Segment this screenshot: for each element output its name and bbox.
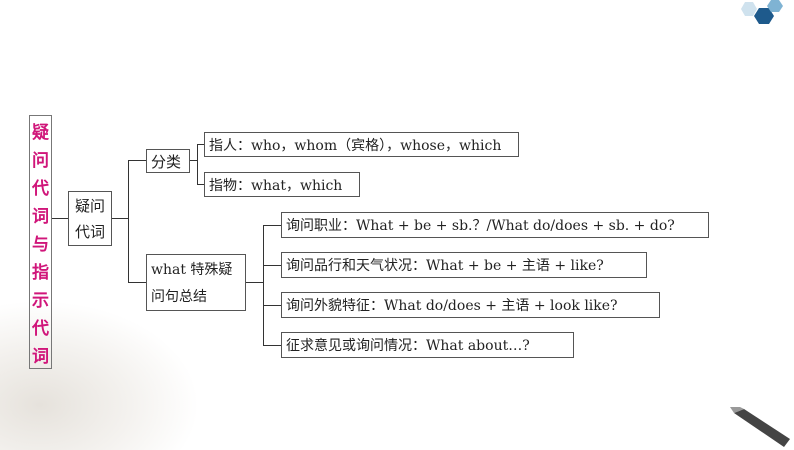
occupation-node: 询问职业：What + be + sb.？/What do/does + sb.… [281, 212, 709, 238]
person-node: 指人：who，whom（宾格），whose，which [204, 132, 519, 157]
title-char: 疑 [32, 122, 49, 143]
connector [128, 160, 129, 283]
root-line: 代词 [74, 223, 105, 242]
connector [245, 282, 263, 283]
hexagon-logo-icon [741, 0, 783, 24]
title-char: 词 [32, 206, 49, 227]
connector [111, 218, 128, 219]
connector [52, 218, 68, 219]
connector [263, 345, 281, 346]
opinion-node: 征求意见或询问情况：What about…? [281, 332, 574, 358]
pen-icon [730, 407, 790, 447]
title-char: 代 [32, 318, 49, 339]
connector [197, 144, 204, 145]
classify-node: 分类 [146, 149, 190, 173]
connector [263, 225, 264, 345]
root-line: 疑问 [74, 196, 105, 215]
connector [197, 144, 198, 185]
thing-node: 指物：what，which [204, 172, 360, 197]
connector [263, 265, 281, 266]
what-summary-node: what 特殊疑 问句总结 [146, 254, 246, 311]
character-weather-node: 询问品行和天气状况：What + be + 主语 + like? [281, 252, 647, 278]
title-char: 问 [32, 150, 49, 171]
connector [263, 225, 281, 226]
root-node: 疑问 代词 [68, 191, 112, 246]
flower-decoration [0, 300, 200, 450]
connector [263, 305, 281, 306]
what-line: what 特殊疑 [151, 261, 233, 278]
connector [128, 282, 146, 283]
appearance-node: 询问外貌特征：What do/does + 主语 + look like? [281, 292, 660, 318]
title-char: 与 [32, 234, 49, 255]
connector [128, 160, 146, 161]
title-char: 词 [32, 346, 49, 367]
connector [189, 160, 197, 161]
connector [197, 184, 204, 185]
title-char: 代 [32, 178, 49, 199]
title-char: 示 [32, 290, 49, 311]
title-char: 指 [32, 262, 49, 283]
title-vertical: 疑 问 代 词 与 指 示 代 词 [29, 115, 52, 369]
what-line: 问句总结 [151, 289, 207, 306]
